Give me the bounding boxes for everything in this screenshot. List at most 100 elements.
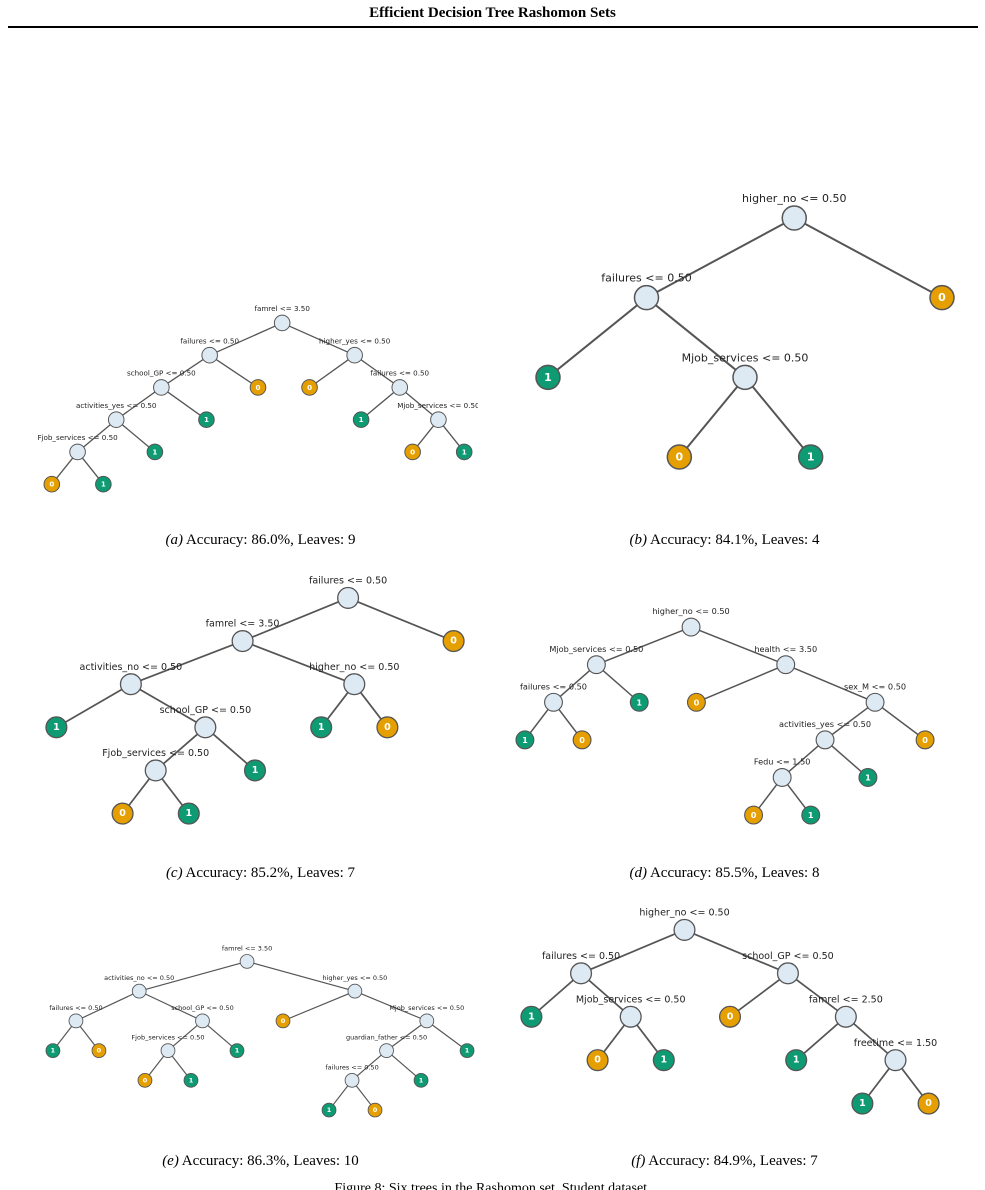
tree-edge	[553, 664, 597, 703]
split-node	[379, 1043, 394, 1058]
caption-a-label: (a)	[165, 532, 184, 548]
split-label: Fjob_services <= 0.50	[131, 1034, 204, 1042]
tree-edge	[386, 1050, 422, 1081]
split-node	[391, 379, 409, 396]
split-label: famrel <= 3.50	[206, 619, 280, 630]
split-label: failures <= 0.50	[325, 1063, 378, 1071]
split-label: freetime <= 1.50	[854, 1038, 937, 1049]
leaf-label: 0	[594, 1055, 601, 1066]
split-label: failures <= 0.50	[601, 272, 691, 285]
split-label: failures <= 0.50	[180, 336, 239, 345]
split-node	[201, 346, 218, 364]
leaf-label: 1	[419, 1076, 424, 1084]
split-node	[430, 411, 447, 428]
leaf-label: 1	[522, 735, 528, 745]
leaf-label: 1	[189, 1076, 194, 1084]
leaf-class-0	[249, 379, 267, 396]
leaf-class-0	[572, 730, 592, 750]
leaf-class-1	[629, 692, 649, 712]
split-label: guardian_father <= 0.50	[346, 1034, 427, 1042]
caption-c: (c) Accuracy: 85.2%, Leaves: 7	[14, 865, 507, 882]
split-node	[815, 730, 835, 750]
leaf-label: 0	[119, 808, 126, 819]
leaf-class-1	[515, 730, 535, 750]
split-node	[337, 586, 360, 609]
split-node	[119, 673, 142, 696]
leaf-class-1	[45, 716, 68, 739]
leaf-class-0	[111, 802, 134, 825]
leaf-label: 0	[256, 383, 261, 392]
leaf-class-1	[177, 802, 200, 825]
leaf-label: 1	[185, 808, 192, 819]
split-label: Fedu <= 1.50	[754, 757, 811, 767]
running-header: Efficient Decision Tree Rashomon Sets	[369, 5, 616, 21]
leaf-class-0	[929, 284, 955, 311]
split-node	[776, 962, 799, 985]
leaf-class-1	[785, 1049, 808, 1072]
leaf-label: 1	[859, 1098, 866, 1109]
split-node	[776, 655, 796, 675]
leaf-label: 1	[101, 480, 106, 489]
leaf-label: 1	[865, 772, 871, 782]
tree-edge	[167, 1020, 203, 1052]
tree-edge	[787, 972, 847, 1018]
leaf-class-0	[744, 805, 764, 825]
tree-edge	[690, 626, 787, 666]
split-label: Mjob_services <= 0.50	[549, 644, 643, 654]
leaf-label: 1	[544, 371, 552, 384]
leaf-label: 1	[235, 1047, 240, 1055]
leaf-label: 1	[793, 1055, 800, 1066]
tree-edge	[160, 354, 211, 388]
leaf-label: 1	[636, 697, 642, 707]
caption-c-text: Accuracy: 85.2%, Leaves: 7	[185, 865, 356, 881]
split-node	[347, 983, 363, 999]
tree-edge	[55, 683, 132, 729]
split-node	[273, 314, 291, 332]
leaf-class-1	[801, 805, 821, 825]
leaf-label: 0	[694, 697, 700, 707]
tree-edge	[824, 701, 876, 741]
tree-edge	[160, 386, 207, 421]
leaf-class-1	[146, 443, 164, 461]
split-node	[732, 364, 758, 391]
tree-edge	[696, 664, 787, 703]
tree-edge	[595, 664, 640, 703]
tree-edge	[130, 640, 243, 686]
split-node	[619, 1005, 642, 1028]
tree-edge	[580, 929, 685, 975]
leaf-class-0	[586, 1049, 609, 1072]
leaf-label: 0	[97, 1047, 102, 1055]
leaf-class-1	[797, 444, 824, 470]
split-node	[344, 1072, 360, 1088]
split-node	[144, 759, 167, 782]
leaf-label: 1	[204, 415, 209, 424]
leaf-label: 0	[727, 1011, 734, 1022]
tree-edge	[246, 960, 356, 992]
leaf-class-1	[95, 475, 112, 493]
tree-edge	[202, 1020, 238, 1052]
leaf-label: 1	[808, 810, 814, 820]
caption-b-text: Accuracy: 84.1%, Leaves: 4	[649, 532, 820, 548]
split-node	[239, 954, 255, 969]
split-node	[195, 1013, 210, 1029]
caption-e-label: (e)	[162, 1153, 179, 1169]
split-node	[865, 692, 885, 712]
tree-edge	[354, 990, 428, 1022]
split-node	[772, 768, 792, 787]
header-rule	[8, 26, 978, 28]
split-node	[681, 617, 701, 637]
tree-edge	[115, 386, 162, 421]
leaf-label: 1	[660, 1055, 667, 1066]
tree-edge	[77, 419, 117, 453]
split-label: failures <= 0.50	[520, 681, 587, 691]
split-node	[194, 716, 217, 739]
tree-edge	[547, 296, 648, 379]
tree-edge	[785, 664, 876, 703]
split-node	[419, 1013, 435, 1029]
split-label: higher_yes <= 0.50	[319, 336, 391, 345]
